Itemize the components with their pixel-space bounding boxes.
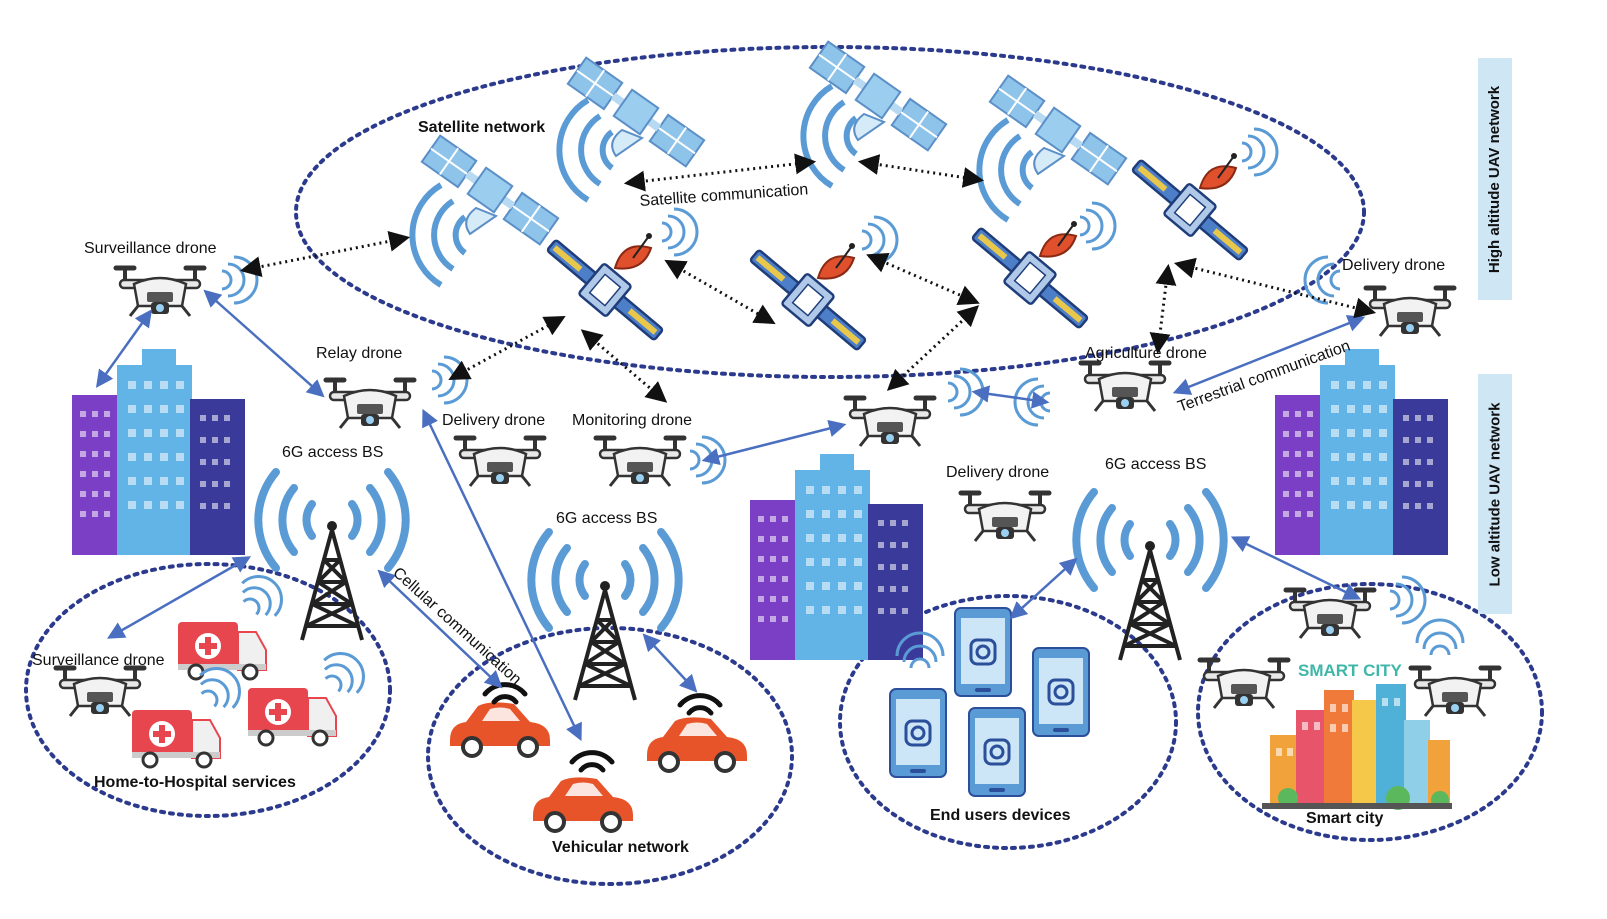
satellite-icon <box>979 74 1128 220</box>
drone-icon <box>846 367 985 446</box>
drone-icon <box>116 255 259 316</box>
delivery-drone-label: Delivery drone <box>1342 257 1445 274</box>
satellite-icon <box>559 56 706 200</box>
satellite-dish-icon <box>740 215 899 362</box>
car-icon <box>531 753 635 833</box>
satellite-link-arrow <box>239 230 411 278</box>
satellite-dish-icon <box>537 207 699 352</box>
home-to-hospital-label: Home-to-Hospital services <box>94 774 296 791</box>
satellite-dish-icon <box>1122 127 1279 272</box>
vehicular-network-label: Vehicular network <box>552 839 689 856</box>
cellular-link-arrow <box>377 569 503 689</box>
bs-label: 6G access BS <box>1105 456 1206 473</box>
satellite-link-arrow <box>857 154 985 188</box>
smart-city-sign: SMART CITY <box>1298 661 1403 680</box>
low-altitude-text: Low altitude UAV network <box>1486 402 1504 586</box>
satellite-link-arrow <box>448 315 566 381</box>
vehicular-network-region <box>426 626 794 886</box>
link-arrow <box>971 385 1050 409</box>
link-arrow <box>1009 557 1078 620</box>
satellite-network-label: Satellite network <box>418 119 545 136</box>
satellite-link-arrow <box>866 253 980 305</box>
ambulance-icon <box>176 565 293 681</box>
delivery-drone-label: Delivery drone <box>946 464 1049 481</box>
link-arrow <box>203 289 325 398</box>
smart-city-illustration <box>1262 684 1452 810</box>
building-cluster-icon <box>1275 349 1448 555</box>
drone-icon <box>456 438 544 486</box>
satellite-link-arrow <box>1149 263 1177 355</box>
monitoring-drone-label: Monitoring drone <box>572 412 692 429</box>
bs-label: 6G access BS <box>282 444 383 461</box>
high-altitude-text: High altitude UAV network <box>1486 85 1504 273</box>
satellite-link-arrow <box>664 259 776 325</box>
building-cluster-icon <box>72 349 245 555</box>
high-altitude-side-label: High altitude UAV network <box>1478 58 1512 300</box>
link-arrow <box>1230 536 1362 600</box>
cellular-communication-label: Cellular communication <box>389 564 524 688</box>
satellite-link-arrow <box>623 153 817 192</box>
satellite-communication-label: Satellite communication <box>639 181 809 210</box>
drone-icon <box>56 668 144 716</box>
bs-label: 6G access BS <box>556 510 657 527</box>
building-cluster-icon <box>750 454 923 660</box>
agriculture-drone-label: Agriculture drone <box>1085 345 1207 362</box>
link-arrow <box>95 309 153 388</box>
satellite-dish-icon <box>962 201 1117 340</box>
drone-icon <box>1200 660 1288 708</box>
car-icon <box>645 696 749 773</box>
delivery-drone-label: Delivery drone <box>442 412 545 429</box>
smartphone-icon <box>1031 646 1091 738</box>
end-users-devices-region <box>838 594 1178 850</box>
link-arrow <box>701 419 847 466</box>
car-icon <box>448 685 552 758</box>
link-arrow <box>642 633 698 693</box>
link-arrow <box>106 556 252 639</box>
drone-icon <box>1013 363 1169 427</box>
low-altitude-side-label: Low altitude UAV network <box>1478 374 1512 614</box>
drone-icon <box>961 493 1049 541</box>
smart-city-label: Smart city <box>1306 810 1383 827</box>
smartphone-icon <box>953 606 1013 698</box>
satellite-icon <box>412 134 560 285</box>
6g-tower-icon <box>258 472 405 640</box>
drone-icon <box>596 435 727 486</box>
terrestrial-link-arrow <box>1172 315 1366 395</box>
smartphone-icon <box>967 706 1027 798</box>
relay-drone-label: Relay drone <box>316 345 402 362</box>
satellite-link-arrow <box>886 305 980 391</box>
end-users-devices-label: End users devices <box>930 807 1071 824</box>
surveillance-drone-label: Surveillance drone <box>32 652 165 669</box>
surveillance-drone-label: Surveillance drone <box>84 240 217 257</box>
smart-city-region <box>1196 582 1544 842</box>
6g-tower-icon <box>1076 492 1223 660</box>
6g-tower-icon <box>531 532 678 700</box>
drone-icon <box>1411 618 1499 716</box>
